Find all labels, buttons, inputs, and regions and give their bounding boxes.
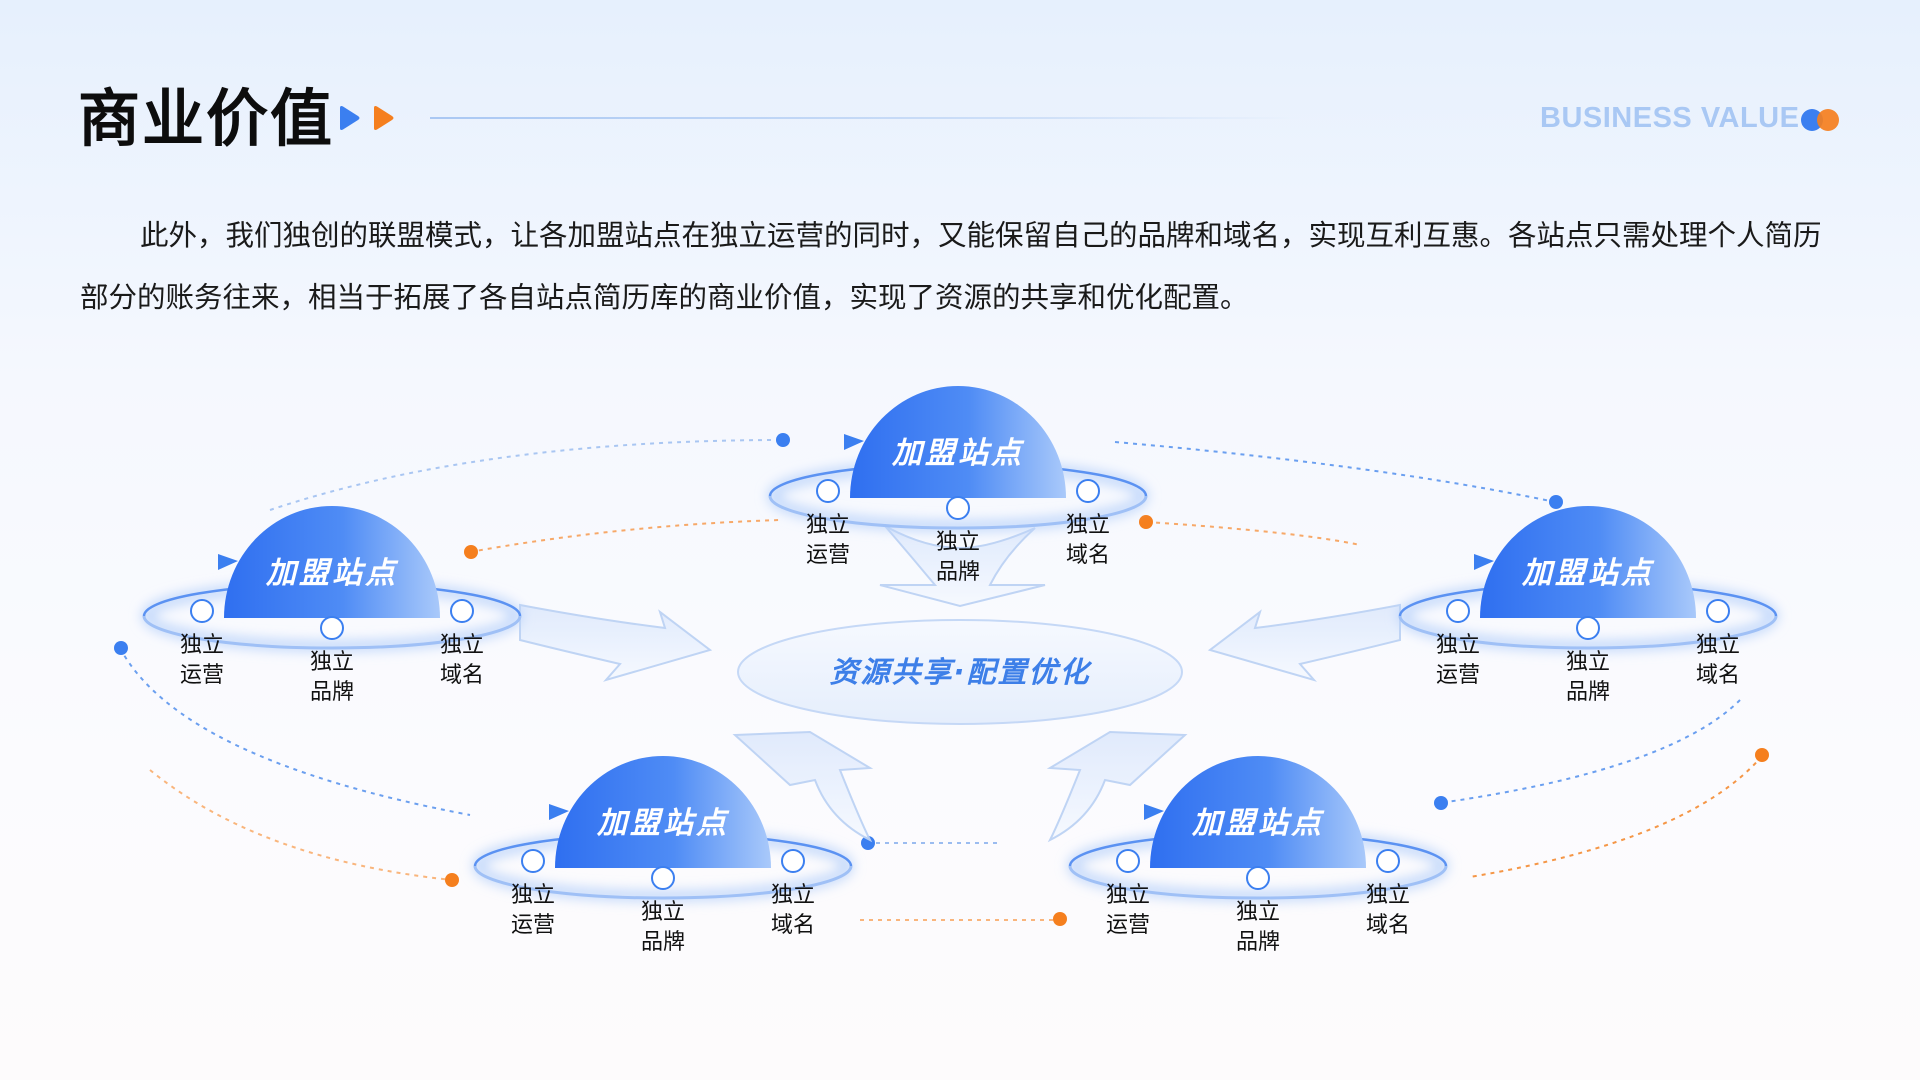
feature-node xyxy=(1116,849,1140,873)
site-3 xyxy=(1398,506,1778,651)
connector-orange-top-left xyxy=(469,519,781,553)
site-feature-label: 独立运营 xyxy=(510,883,555,938)
orbit-ring-front xyxy=(1398,615,1778,650)
site-feature-label: 独立品牌 xyxy=(1235,900,1280,955)
english-subtitle: BUSINESS VALUE xyxy=(1540,102,1800,134)
site-dome xyxy=(1150,756,1366,868)
arrow-from-left xyxy=(519,603,713,682)
site-1 xyxy=(768,386,1148,531)
site-label: 加盟站点 xyxy=(597,806,729,841)
site-feature-label: 独立域名 xyxy=(439,633,484,688)
arrow-from-bottom-left xyxy=(732,730,874,843)
title-divider xyxy=(430,117,1300,119)
site-feature-label: 独立域名 xyxy=(1065,513,1110,568)
arrow-from-right xyxy=(1207,603,1401,682)
feature-node xyxy=(1376,849,1400,873)
feature-node xyxy=(1576,616,1600,640)
orbit-arrow-icon xyxy=(1144,804,1164,820)
paragraph-line-1: 此外，我们独创的联盟模式，让各加盟站点在独立运营的同时，又能保留自己的品牌和域名… xyxy=(140,219,1737,252)
orbit-ring-front xyxy=(768,495,1148,530)
feature-node xyxy=(781,849,805,873)
connector-dots xyxy=(114,433,1769,926)
site-feature-label: 独立品牌 xyxy=(935,530,980,585)
center-hub xyxy=(737,619,1183,725)
site-2 xyxy=(142,506,522,651)
paragraph-line-2: 人简历部分的账务往来，相当于拓展了各自站点简历库的商业价值，实现了资源的共享和优… xyxy=(80,219,1822,314)
site-feature-label: 独立运营 xyxy=(1435,633,1480,688)
site-feature-label: 独立运营 xyxy=(805,513,850,568)
orbit-arrow-icon xyxy=(218,554,238,570)
orbit-ring-front xyxy=(142,615,522,650)
page-title: 商业价值 xyxy=(78,82,335,155)
play-arrows-icon xyxy=(340,106,394,130)
flow-arrows xyxy=(519,525,1401,843)
feature-node xyxy=(816,479,840,503)
site-label: 加盟站点 xyxy=(892,436,1024,471)
feature-node xyxy=(1246,866,1270,890)
connector-blue-top-right xyxy=(1114,441,1556,503)
arrow-from-top xyxy=(879,525,1046,608)
connector-orange-top-right xyxy=(1146,521,1361,546)
site-feature-label: 独立品牌 xyxy=(1565,650,1610,705)
orbit-arrow-icon xyxy=(1474,554,1494,570)
orbit-arrow-icon xyxy=(549,804,569,820)
feature-node xyxy=(1076,479,1100,503)
description-paragraph: 此外，我们独创的联盟模式，让各加盟站点在独立运营的同时，又能保留自己的品牌和域名… xyxy=(80,205,1840,329)
site-dome xyxy=(850,386,1066,498)
site-feature-label: 独立域名 xyxy=(1365,883,1410,938)
feature-node xyxy=(1446,599,1470,623)
feature-node xyxy=(320,616,344,640)
connector-orange-left xyxy=(149,769,453,881)
site-4 xyxy=(473,756,853,901)
feature-node xyxy=(450,599,474,623)
feature-node xyxy=(190,599,214,623)
feature-node xyxy=(521,849,545,873)
orbit-ring-front xyxy=(473,865,853,900)
sites-group xyxy=(142,386,1778,901)
connector-lines xyxy=(119,439,1763,921)
connector-blue-right xyxy=(1439,699,1741,804)
center-hub-label: 资源共享·配置优化 xyxy=(829,655,1091,689)
site-dome xyxy=(1480,506,1696,618)
site-feature-label: 独立域名 xyxy=(770,883,815,938)
site-feature-label: 独立域名 xyxy=(1695,633,1740,688)
connector-blue-left xyxy=(119,647,471,816)
twin-dots-icon xyxy=(1801,109,1839,131)
orbit-arrow-icon xyxy=(844,434,864,450)
arrow-from-bottom-right xyxy=(1046,730,1188,843)
orbit-ring-front xyxy=(1068,865,1448,900)
site-label: 加盟站点 xyxy=(266,556,398,591)
site-5 xyxy=(1068,756,1448,901)
site-dome xyxy=(224,506,440,618)
site-dome xyxy=(555,756,771,868)
site-label: 加盟站点 xyxy=(1522,556,1654,591)
site-label: 加盟站点 xyxy=(1192,806,1324,841)
connector-blue-top-left xyxy=(269,439,784,511)
feature-node xyxy=(651,866,675,890)
site-feature-label: 独立运营 xyxy=(1105,883,1150,938)
site-feature-label: 独立品牌 xyxy=(640,900,685,955)
site-feature-label: 独立运营 xyxy=(179,633,224,688)
connector-orange-right xyxy=(1469,755,1763,878)
site-feature-label: 独立品牌 xyxy=(309,650,354,705)
feature-node xyxy=(946,496,970,520)
feature-node xyxy=(1706,599,1730,623)
